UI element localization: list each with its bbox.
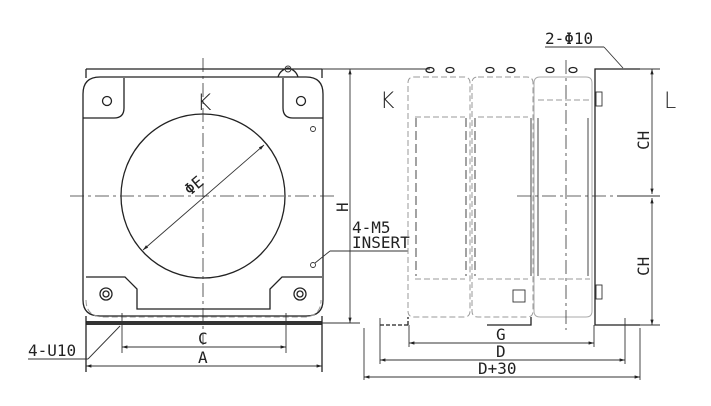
- dim-a-label: A: [198, 348, 208, 367]
- insert-label-line1: 4-M5: [352, 218, 391, 237]
- base-plate: [86, 321, 322, 325]
- terminal-bolt-icon: [277, 67, 299, 78]
- slot-label: 4-U10: [28, 341, 76, 360]
- mount-hole-icon: [295, 95, 307, 107]
- bolt-hole-icon: [99, 287, 113, 301]
- coil-3: [533, 76, 593, 318]
- core-body: [82, 76, 324, 317]
- corner-tab-top-right: [282, 78, 323, 119]
- dim-ch-lower-label: CH: [634, 257, 653, 276]
- insert-label-line2: INSERT: [352, 233, 410, 252]
- dim-g-label: G: [496, 325, 506, 344]
- dim-ch-upper-label: CH: [634, 131, 653, 150]
- dim-d30-label: D+30: [478, 359, 517, 378]
- terminal-studs: [425, 66, 578, 74]
- side-view: K L 2-Φ10 CH CH G D D+30: [363, 29, 676, 380]
- front-view: K ΦE C A 4-U10 H 4-M5 INSERT: [28, 58, 430, 372]
- dim-d-label: D: [496, 342, 506, 361]
- base-feet: [86, 276, 322, 310]
- terminal-k-label: K: [197, 91, 212, 116]
- dim-c-label: C: [198, 329, 208, 348]
- mounting-bracket: [594, 68, 640, 326]
- coil-2: [471, 76, 534, 318]
- insert-hole-icon: [310, 126, 316, 132]
- connector-bolt-icon: [512, 289, 526, 303]
- bolt-hole-icon: [293, 287, 307, 301]
- corner-tab-top-left: [83, 78, 125, 119]
- dim-h-label: H: [333, 202, 352, 212]
- hole-spec-label: 2-Φ10: [545, 29, 593, 48]
- terminal-k-label: K: [380, 89, 395, 114]
- insert-hole-icon: [310, 262, 316, 268]
- bracket-bolt-icon: [595, 91, 603, 107]
- mount-hole-icon: [101, 95, 113, 107]
- coil-1: [407, 76, 471, 318]
- diameter-dimension: [142, 144, 265, 251]
- bracket-bolt-icon: [595, 284, 603, 300]
- terminal-l-label: L: [664, 89, 676, 114]
